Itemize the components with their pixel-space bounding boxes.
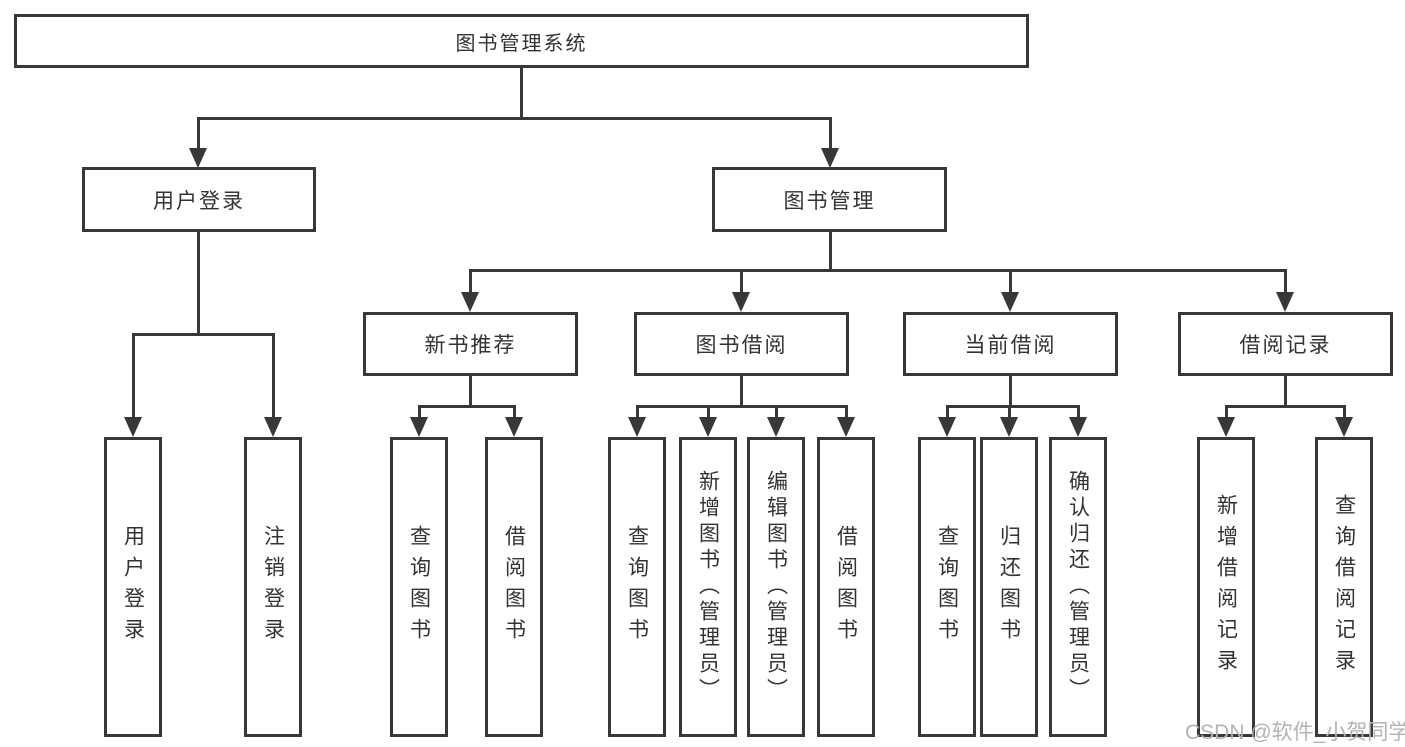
connector-drop-leaf: [418, 405, 421, 421]
leaf-current-query-label: 查询图书: [935, 525, 959, 649]
connector-drop-leaf: [946, 405, 949, 421]
connector-drop-current: [1009, 269, 1012, 295]
connector-drop-leaf: [707, 405, 710, 421]
connector-drop-user-login: [197, 117, 200, 150]
connector-drop-book-mgmt: [829, 117, 832, 150]
connector-l1-branch: [197, 117, 831, 120]
connector-drop-leaf-login: [132, 333, 135, 419]
leaf-borrow-edit: 编辑图书（管理员）: [747, 437, 805, 737]
leaf-borrow-edit-label: 编辑图书（管理员）: [764, 470, 788, 704]
arrowhead-leaf: [1069, 417, 1087, 437]
node-user-login: 用户登录: [82, 167, 316, 232]
connector-user-login-split: [132, 333, 275, 336]
leaf-user-login-label: 用户登录: [121, 525, 145, 649]
connector-user-login-stub: [197, 232, 200, 335]
leaf-records-query: 查询借阅记录: [1315, 437, 1373, 737]
leaf-newbooks-query-label: 查询图书: [407, 525, 431, 649]
node-book-mgmt: 图书管理: [712, 167, 947, 232]
arrowhead-current: [1001, 292, 1019, 312]
arrowhead-new-books: [461, 292, 479, 312]
connector-records-stub: [1284, 376, 1287, 408]
leaf-borrow-query-label: 查询图书: [625, 525, 649, 649]
arrowhead-book-mgmt: [821, 148, 839, 168]
connector-drop-leaf: [1225, 405, 1228, 421]
node-borrow-label: 图书借阅: [695, 334, 788, 357]
connector-root-stub: [520, 68, 523, 118]
node-current-label: 当前借阅: [964, 334, 1057, 357]
arrowhead-records: [1276, 292, 1294, 312]
connector-drop-new-books: [469, 269, 472, 295]
leaf-logout: 注销登录: [244, 437, 302, 737]
arrowhead-leaf: [505, 417, 523, 437]
arrowhead-leaf: [767, 417, 785, 437]
connector-drop-leaf: [1008, 405, 1011, 421]
leaf-newbooks-borrow-label: 借阅图书: [502, 525, 526, 649]
arrowhead-user-login: [189, 148, 207, 168]
connector-drop-leaf: [513, 405, 516, 421]
node-root: 图书管理系统: [14, 14, 1029, 68]
connector-borrow-split: [637, 405, 847, 408]
leaf-records-add: 新增借阅记录: [1197, 437, 1255, 737]
arrowhead-leaf-login: [124, 417, 142, 437]
node-new-books: 新书推荐: [363, 312, 578, 376]
arrowhead-leaf: [1000, 417, 1018, 437]
connector-records-split: [1226, 405, 1345, 408]
leaf-borrow-add: 新增图书（管理员）: [679, 437, 737, 737]
connector-borrow-stub: [740, 376, 743, 408]
node-records: 借阅记录: [1178, 312, 1393, 376]
connector-drop-leaf: [1077, 405, 1080, 421]
leaf-user-login: 用户登录: [104, 437, 162, 737]
arrowhead-leaf: [410, 417, 428, 437]
arrowhead-leaf: [938, 417, 956, 437]
connector-current-split: [947, 405, 1079, 408]
leaf-current-confirm: 确认归还（管理员）: [1049, 437, 1107, 737]
arrowhead-leaf: [628, 417, 646, 437]
connector-l2-branch: [469, 269, 1287, 272]
connector-current-stub: [1009, 376, 1012, 408]
arrowhead-leaf: [1217, 417, 1235, 437]
leaf-borrow-borrow: 借阅图书: [817, 437, 875, 737]
connector-new-books-stub: [469, 376, 472, 408]
node-book-mgmt-label: 图书管理: [783, 189, 876, 213]
connector-drop-records: [1284, 269, 1287, 295]
connector-new-books-split: [419, 405, 515, 408]
leaf-current-confirm-label: 确认归还（管理员）: [1066, 470, 1090, 704]
arrowhead-borrow: [732, 292, 750, 312]
node-root-label: 图书管理系统: [455, 32, 588, 55]
leaf-records-add-label: 新增借阅记录: [1214, 494, 1238, 680]
leaf-newbooks-query: 查询图书: [390, 437, 448, 737]
leaf-logout-label: 注销登录: [261, 525, 285, 649]
arrowhead-leaf: [1335, 417, 1353, 437]
leaf-newbooks-borrow: 借阅图书: [485, 437, 543, 737]
connector-drop-leaf-logout: [272, 333, 275, 419]
connector-drop-leaf: [845, 405, 848, 421]
leaf-records-query-label: 查询借阅记录: [1332, 494, 1356, 680]
arrowhead-leaf: [837, 417, 855, 437]
leaf-borrow-borrow-label: 借阅图书: [834, 525, 858, 649]
leaf-current-return: 归还图书: [980, 437, 1038, 737]
watermark: CSDN @软件_小贺同学: [1185, 721, 1405, 744]
node-new-books-label: 新书推荐: [424, 334, 517, 357]
node-user-login-label: 用户登录: [153, 189, 245, 213]
leaf-current-query: 查询图书: [918, 437, 976, 737]
connector-drop-borrow: [740, 269, 743, 295]
leaf-borrow-query: 查询图书: [608, 437, 666, 737]
leaf-current-return-label: 归还图书: [997, 525, 1021, 649]
node-current: 当前借阅: [903, 312, 1118, 376]
connector-drop-leaf: [1343, 405, 1346, 421]
connector-drop-leaf: [775, 405, 778, 421]
connector-book-mgmt-stub: [829, 232, 832, 272]
arrowhead-leaf-logout: [264, 417, 282, 437]
node-records-label: 借阅记录: [1239, 334, 1332, 357]
leaf-borrow-add-label: 新增图书（管理员）: [696, 470, 720, 704]
connector-drop-leaf: [636, 405, 639, 421]
node-borrow: 图书借阅: [634, 312, 849, 376]
arrowhead-leaf: [699, 417, 717, 437]
